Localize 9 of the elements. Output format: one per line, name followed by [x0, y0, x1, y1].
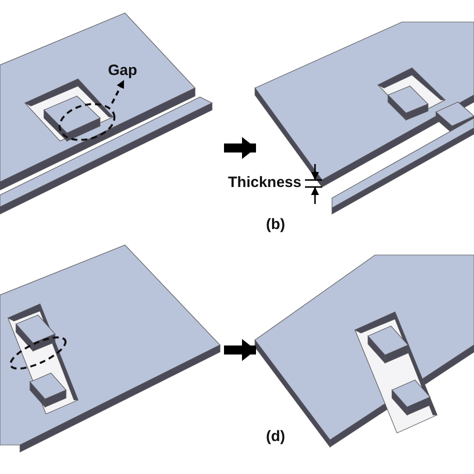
dimension-label: Thickness [228, 174, 302, 192]
panel-caption: (d) [266, 428, 286, 446]
block-arrow [224, 339, 256, 361]
dashed-ellipse [58, 103, 116, 141]
panel-caption: (b) [266, 216, 286, 234]
dashed-ellipse [10, 336, 66, 370]
gap-label: Gap [108, 62, 138, 79]
block-arrow [224, 137, 256, 159]
leader-line [111, 80, 125, 104]
